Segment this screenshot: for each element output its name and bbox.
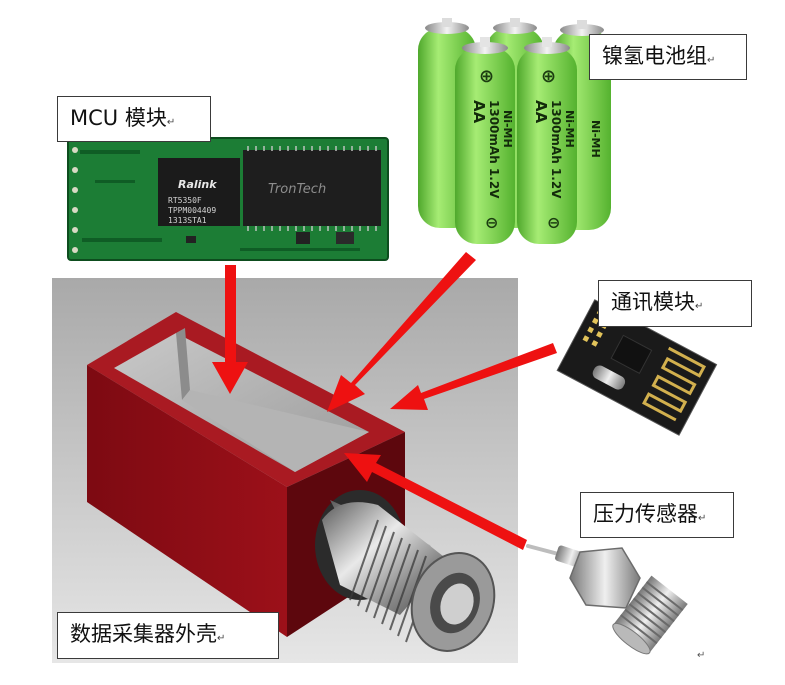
- battery2-capacity: 1300mAh 1.2V: [549, 100, 563, 199]
- soc-chip: [158, 158, 240, 226]
- battery-pack-image: ⊕ ⊕ ⊖ ⊖ AA 1300mAh 1.2V Ni-MH AA 1300mAh…: [418, 18, 611, 244]
- paragraph-mark: ↵: [217, 633, 226, 644]
- battery-cell-1: [455, 48, 515, 244]
- mcu-board-image: Ralink RT5350F TPPM004409 1313STA1 TronT…: [67, 137, 389, 261]
- svg-text:⊖: ⊖: [547, 213, 560, 232]
- flash-chip: [243, 150, 381, 226]
- arrow-battery: [327, 252, 476, 412]
- label-sensor-text: 压力传感器: [593, 502, 698, 526]
- paragraph-mark: ↵: [707, 55, 716, 66]
- chip-model: RT5350F: [168, 196, 202, 205]
- stray-paragraph-mark: ↵: [697, 650, 706, 661]
- svg-text:⊕: ⊕: [541, 66, 556, 87]
- battery1-chem: Ni-MH: [501, 110, 514, 148]
- svg-text:⊕: ⊕: [479, 66, 494, 87]
- battery3-chem: Ni-MH: [589, 120, 602, 158]
- label-housing-text: 数据采集器外壳: [70, 622, 217, 646]
- arrows: [212, 252, 557, 550]
- chip-brand: Ralink: [178, 178, 217, 191]
- paragraph-mark: ↵: [698, 513, 707, 524]
- label-battery-pack: 镍氢电池组↵: [589, 34, 747, 80]
- label-comm-module: 通讯模块↵: [598, 280, 752, 327]
- label-mcu-text: MCU 模块: [70, 106, 167, 130]
- battery2-size: AA: [532, 100, 550, 124]
- battery1-size: AA: [470, 100, 488, 124]
- battery2-chem: Ni-MH: [563, 110, 576, 148]
- label-battery-text: 镍氢电池组: [602, 44, 707, 68]
- arrow-comm: [390, 343, 557, 410]
- battery1-capacity: 1300mAh 1.2V: [487, 100, 501, 199]
- battery-cell-2: [517, 48, 577, 244]
- svg-text:⊖: ⊖: [485, 213, 498, 232]
- arrow-sensor: [344, 453, 527, 550]
- housing-3d-image: [87, 312, 496, 652]
- flash-chip-brand: TronTech: [268, 182, 326, 197]
- chip-line2: TPPM004409: [168, 206, 216, 215]
- chip-line3: 1313STA1: [168, 216, 207, 225]
- paragraph-mark: ↵: [695, 301, 704, 312]
- paragraph-mark: ↵: [166, 117, 176, 128]
- pressure-sensor-image: [526, 544, 688, 655]
- arrow-mcu: [212, 265, 248, 394]
- label-housing: 数据采集器外壳↵: [57, 612, 279, 659]
- label-comm-text: 通讯模块: [611, 290, 695, 314]
- threaded-fitting: [315, 490, 496, 652]
- label-mcu-module: MCU 模块↵: [57, 96, 211, 142]
- label-pressure-sensor: 压力传感器↵: [580, 492, 734, 538]
